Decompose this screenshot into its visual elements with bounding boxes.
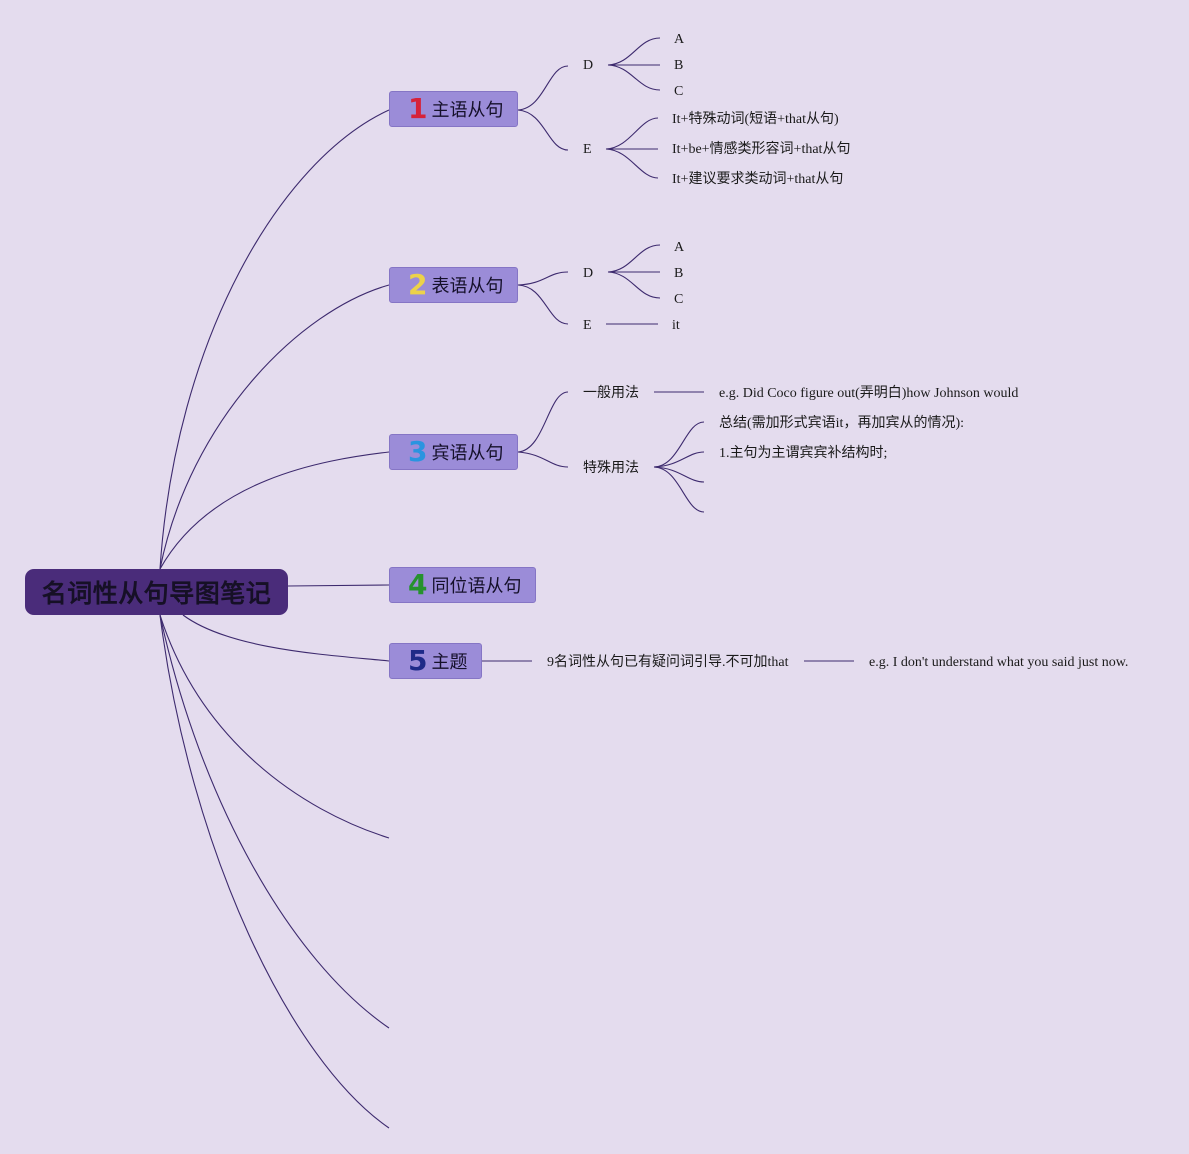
branch-object-clause[interactable]: 3 宾语从句 bbox=[389, 434, 518, 470]
connector-b1-d-c bbox=[607, 64, 661, 91]
connector-b2-d-c bbox=[607, 271, 661, 299]
connector-b1-e-3 bbox=[605, 148, 659, 179]
connector-b3-special-3 bbox=[653, 466, 705, 483]
number-4-icon: 4 bbox=[408, 568, 428, 601]
topic-b1-d[interactable]: D bbox=[583, 58, 594, 73]
topic-b2-d-b[interactable]: B bbox=[674, 266, 684, 281]
topic-b2-e[interactable]: E bbox=[583, 318, 592, 333]
connector-b3-special-1 bbox=[653, 421, 705, 468]
connector-b1-d-a bbox=[607, 37, 661, 66]
connector-root-branch-1 bbox=[159, 109, 390, 570]
branch-label: 主语从句 bbox=[431, 100, 504, 121]
topic-b1-d-b[interactable]: B bbox=[674, 58, 684, 73]
branch-predicative-clause[interactable]: 2 表语从句 bbox=[389, 267, 518, 303]
topic-b3-special-rule-1[interactable]: 1.主句为主谓宾宾补结构时; bbox=[719, 446, 888, 461]
branch-subject-clause[interactable]: 1 主语从句 bbox=[389, 91, 518, 127]
connector-b3-general bbox=[517, 391, 569, 453]
connector-b2-d-a bbox=[607, 244, 661, 273]
topic-b3-special-summary[interactable]: 总结(需加形式宾语it，再加宾从的情况): bbox=[719, 416, 964, 431]
root-topic[interactable]: 名词性从句导图笔记 bbox=[25, 569, 288, 615]
topic-b3-general-usage[interactable]: 一般用法 bbox=[583, 386, 639, 401]
branch-label: 宾语从句 bbox=[431, 443, 504, 464]
connector-root-branch-4 bbox=[287, 584, 390, 587]
number-2-icon: 2 bbox=[408, 268, 428, 301]
topic-b1-e-3[interactable]: It+建议要求类动词+that从句 bbox=[672, 172, 844, 187]
connector-b3-special bbox=[517, 451, 569, 468]
connector-root-empty-3 bbox=[159, 614, 390, 1129]
topic-b1-d-c[interactable]: C bbox=[674, 84, 684, 99]
branch-theme[interactable]: 5 主题 bbox=[389, 643, 482, 679]
topic-b2-e-it[interactable]: it bbox=[672, 318, 680, 333]
connector-b2-e bbox=[517, 284, 569, 325]
number-5-icon: 5 bbox=[408, 644, 428, 677]
connector-b3-special-4 bbox=[653, 466, 705, 513]
connector-root-branch-3 bbox=[159, 451, 390, 570]
connector-b1-e-1 bbox=[605, 117, 659, 150]
topic-b2-d-c[interactable]: C bbox=[674, 292, 684, 307]
topic-b1-e[interactable]: E bbox=[583, 142, 592, 157]
connector-b1-e bbox=[517, 109, 569, 151]
branch-label: 主题 bbox=[431, 652, 468, 673]
connector-b1-d bbox=[517, 65, 569, 111]
branch-label: 表语从句 bbox=[431, 276, 504, 297]
branch-label: 同位语从句 bbox=[431, 576, 522, 597]
connector-b3-special-2 bbox=[653, 451, 705, 468]
connector-root-empty-1 bbox=[159, 614, 390, 839]
topic-b2-d-a[interactable]: A bbox=[674, 240, 685, 255]
number-1-icon: 1 bbox=[408, 92, 428, 125]
topic-b1-d-a[interactable]: A bbox=[674, 32, 685, 47]
connector-root-branch-5 bbox=[182, 614, 390, 662]
connector-root-branch-2 bbox=[159, 284, 390, 570]
topic-b5-rule[interactable]: 9名词性从句已有疑问词引导.不可加that bbox=[547, 655, 789, 670]
topic-b2-d[interactable]: D bbox=[583, 266, 594, 281]
topic-b1-e-2[interactable]: It+be+情感类形容词+that从句 bbox=[672, 142, 851, 157]
number-3-icon: 3 bbox=[408, 435, 428, 468]
topic-b3-general-example[interactable]: e.g. Did Coco figure out(弄明白)how Johnson… bbox=[719, 386, 1019, 401]
connector-root-empty-2 bbox=[159, 614, 390, 1029]
branch-appositive-clause[interactable]: 4 同位语从句 bbox=[389, 567, 536, 603]
topic-b3-special-usage[interactable]: 特殊用法 bbox=[583, 461, 639, 476]
topic-b5-example[interactable]: e.g. I don't understand what you said ju… bbox=[869, 655, 1129, 670]
topic-b1-e-1[interactable]: It+特殊动词(短语+that从句) bbox=[672, 112, 839, 127]
connector-b2-d bbox=[517, 271, 569, 286]
